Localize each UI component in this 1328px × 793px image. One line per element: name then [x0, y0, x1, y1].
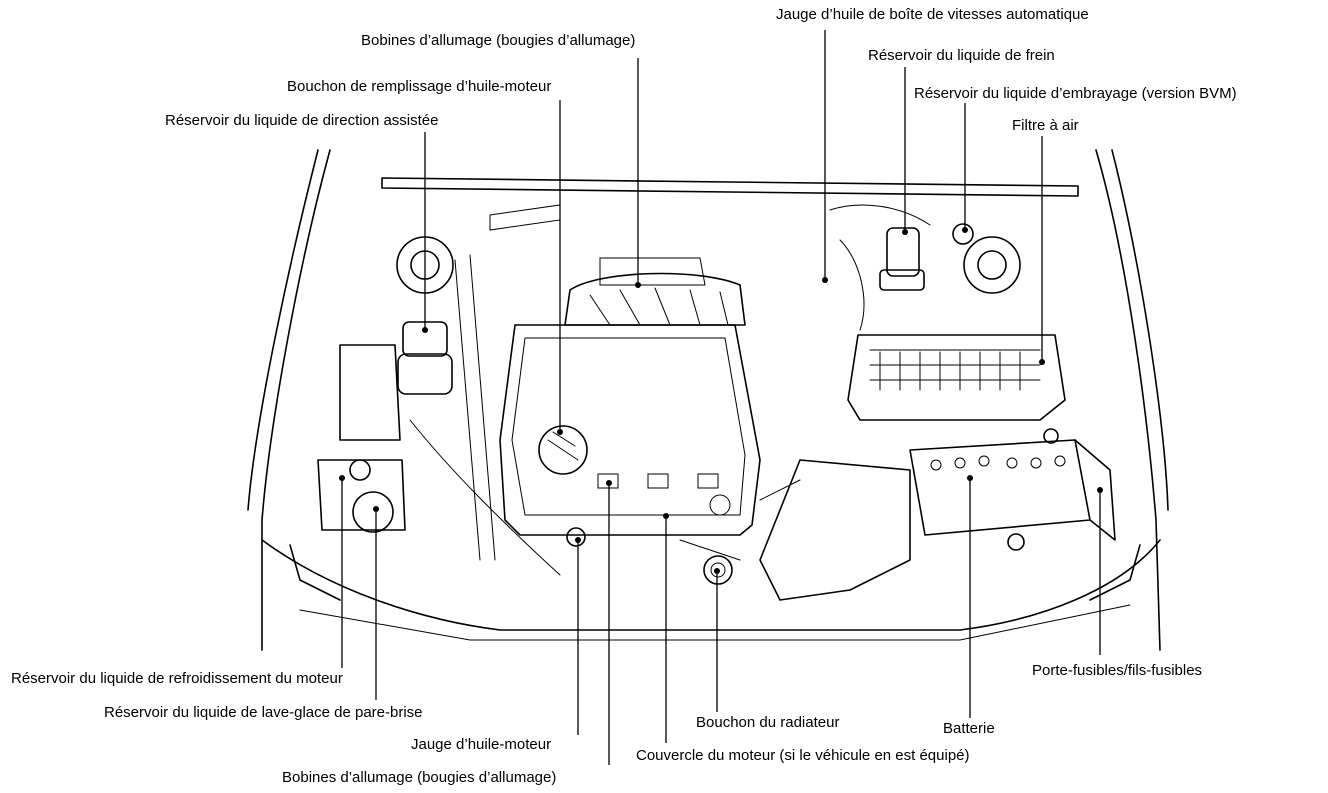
label-washer-reservoir: Réservoir du liquide de lave-glace de pa… — [104, 704, 423, 721]
label-radiator-cap: Bouchon du radiateur — [696, 714, 840, 731]
strut-towers — [396, 236, 1021, 294]
body-outline — [247, 149, 1169, 651]
leader-lines — [341, 30, 1101, 765]
label-ignition-coils-bottom: Bobines d’allumage (bougies d’allumage) — [282, 769, 557, 786]
label-fuse-box: Porte-fusibles/fils-fusibles — [1032, 662, 1203, 679]
label-oil-dipstick: Jauge d’huile-moteur — [411, 736, 552, 753]
battery-shape — [909, 428, 1116, 551]
label-engine-cover: Couvercle du moteur (si le véhicule en e… — [636, 747, 970, 764]
label-ignition-coils-top: Bobines d’allumage (bougies d’allumage) — [361, 32, 636, 49]
label-clutch-fluid-reservoir: Réservoir du liquide d’embrayage (versio… — [914, 85, 1237, 102]
radiator-area — [679, 459, 911, 601]
engine-cover-shape — [499, 324, 761, 547]
air-filter-shape — [847, 334, 1066, 421]
intake-manifold — [564, 257, 746, 326]
label-battery: Batterie — [943, 720, 995, 737]
leader-dots — [339, 227, 1103, 574]
label-power-steering-reservoir: Réservoir du liquide de direction assist… — [165, 112, 439, 129]
label-brake-fluid-reservoir: Réservoir du liquide de frein — [868, 47, 1055, 64]
brake-reservoir-shape — [829, 204, 974, 331]
label-air-filter: Filtre à air — [1012, 117, 1079, 134]
label-coolant-reservoir: Réservoir du liquide de refroidissement … — [11, 670, 343, 687]
label-oil-filler-cap: Bouchon de remplissage d’huile-moteur — [287, 78, 552, 95]
label-atf-dipstick: Jauge d’huile de boîte de vitesses autom… — [776, 6, 1089, 23]
